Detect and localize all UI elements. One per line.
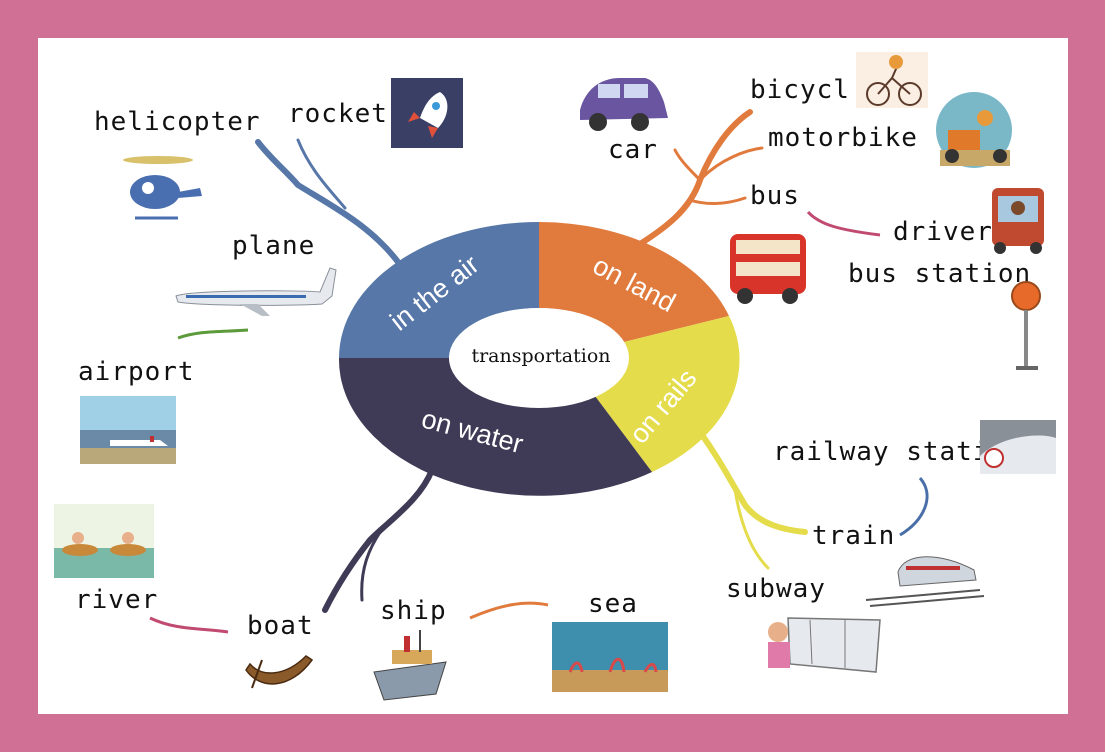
driver-icon xyxy=(992,188,1044,254)
word-sea: sea xyxy=(588,589,638,619)
sea-swoosh xyxy=(469,601,549,620)
central-ring xyxy=(338,222,740,496)
word-train: train xyxy=(812,521,895,551)
word-airport: airport xyxy=(78,357,195,387)
word-rocket: rocket xyxy=(288,99,388,129)
word-bus: bus xyxy=(750,181,800,211)
word-river: river xyxy=(75,585,158,615)
airport-icon xyxy=(80,396,176,464)
word-car: car xyxy=(608,135,658,165)
railway-station-icon xyxy=(980,420,1056,474)
branch-rails xyxy=(697,429,808,570)
bus-icon xyxy=(730,234,806,304)
railway-swoosh xyxy=(899,477,929,537)
ship-icon xyxy=(373,630,447,701)
airport-swoosh xyxy=(177,328,249,340)
bus-stop-icon xyxy=(1011,281,1041,370)
rocket-icon xyxy=(391,78,463,148)
segment-air xyxy=(339,222,539,358)
word-plane: plane xyxy=(232,231,315,261)
driver-swoosh xyxy=(806,210,881,237)
word-subway: subway xyxy=(726,574,826,604)
helicopter-icon xyxy=(123,156,202,220)
word-driver: driver xyxy=(893,217,993,247)
boat-icon xyxy=(245,655,314,689)
segment-land xyxy=(539,222,729,342)
word-motorbike: motorbike xyxy=(768,123,918,153)
word-bicycle: bicycl xyxy=(750,75,850,105)
car-icon xyxy=(580,78,668,131)
train-icon xyxy=(865,556,985,607)
branch-land xyxy=(637,109,764,247)
motorbike-icon xyxy=(936,92,1012,168)
branch-water xyxy=(322,467,435,613)
word-boat: boat xyxy=(247,611,314,641)
word-bus-station: bus station xyxy=(848,259,1031,289)
bicycle-icon xyxy=(856,52,928,108)
plane-icon xyxy=(175,267,337,316)
segment-rails xyxy=(595,316,740,472)
word-railway-station: railway stati xyxy=(773,437,990,467)
center-label: transportation xyxy=(471,345,610,367)
river-icon xyxy=(54,504,154,578)
word-ship: ship xyxy=(380,596,447,626)
word-helicopter: helicopter xyxy=(94,107,261,137)
subway-icon xyxy=(768,617,881,673)
sea-icon xyxy=(552,622,668,692)
branch-air xyxy=(255,138,401,265)
segment-water xyxy=(338,358,652,496)
river-swoosh xyxy=(149,616,229,634)
